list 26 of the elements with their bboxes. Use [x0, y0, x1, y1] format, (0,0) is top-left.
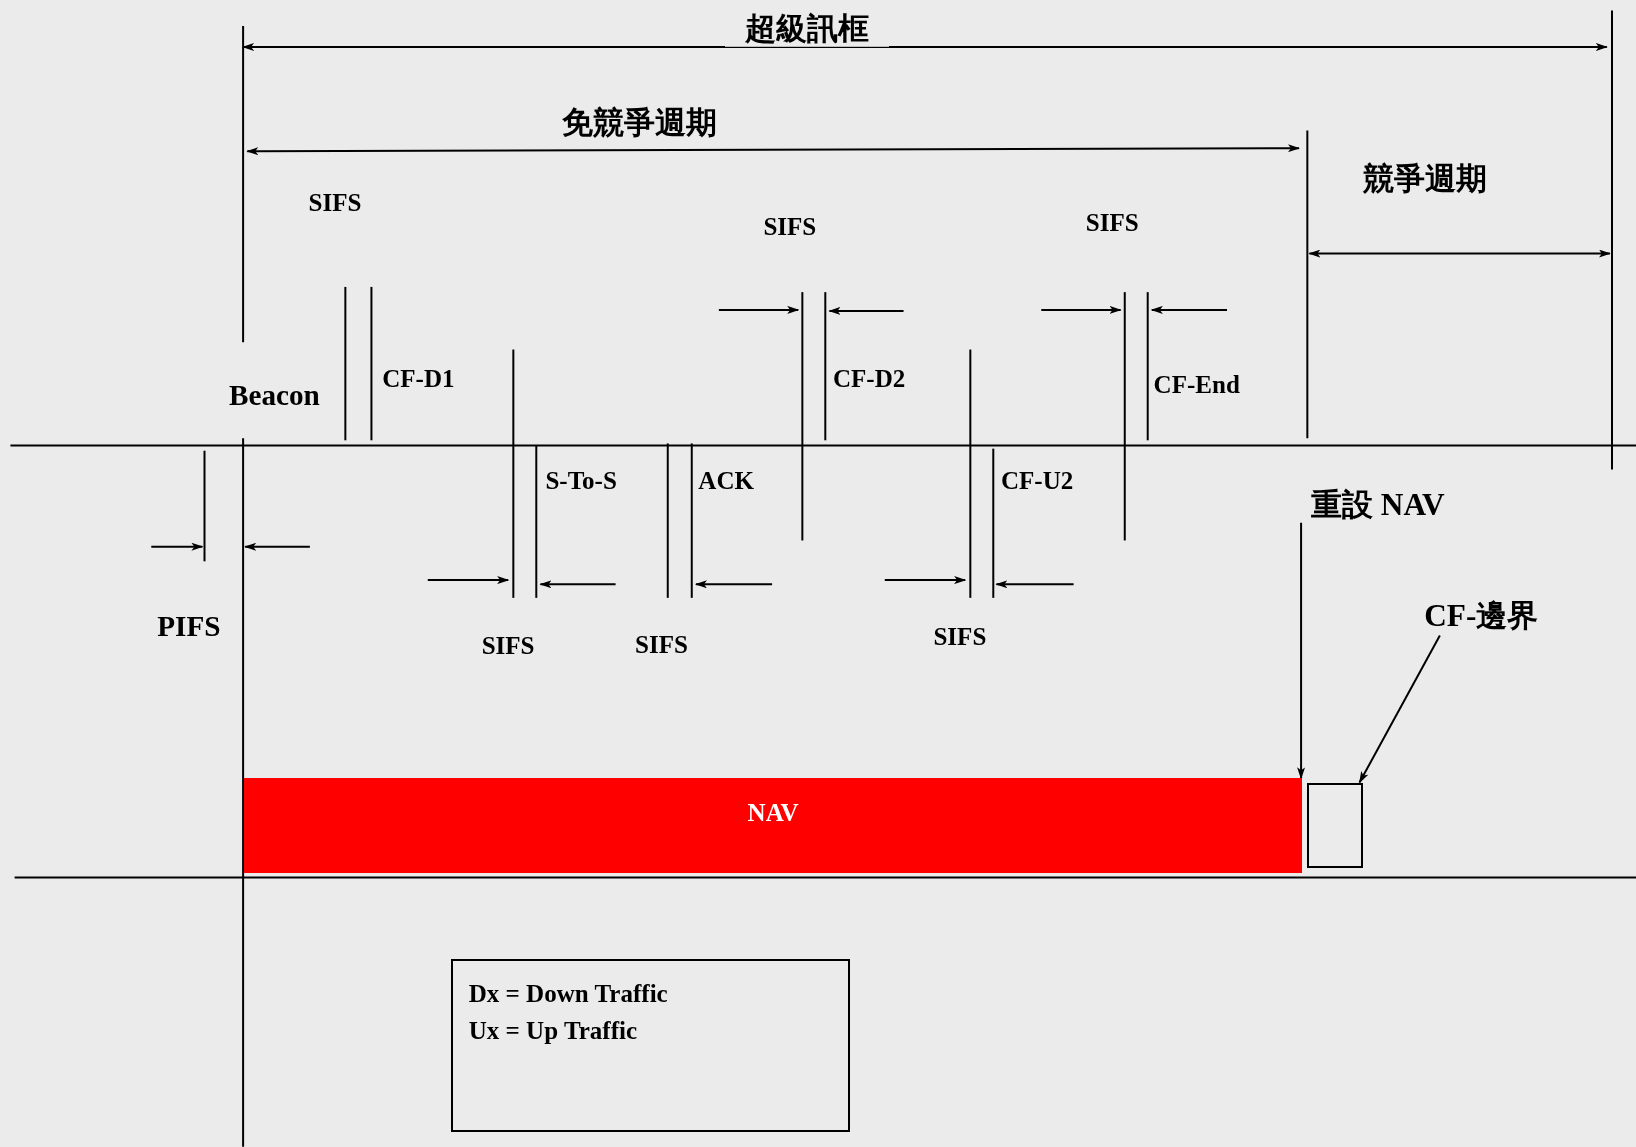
note-box [450, 958, 851, 1133]
period-label: 免競爭週期 [562, 105, 718, 141]
frame-label: CF-End [1153, 371, 1240, 399]
frame-label: CF-D1 [382, 364, 455, 393]
interval-label: SIFS [1085, 209, 1139, 238]
note-text: Dx = Down Traffic [468, 978, 669, 1009]
callout-text: CF-邊界 [1424, 594, 1555, 635]
nav-bar [244, 778, 1303, 874]
arrow [1297, 521, 1306, 780]
interval-label: SIFS [933, 623, 987, 652]
period-label: 競爭週期 [1363, 162, 1488, 197]
frame-label: CF-D2 [833, 364, 906, 393]
bar-label: NAV [747, 798, 799, 829]
arrow [1358, 634, 1441, 784]
interval-label: SIFS [635, 631, 688, 659]
interval-label: PIFS [157, 609, 221, 643]
callout-text: 重設 NAV [1299, 484, 1472, 522]
boundary-box [1307, 782, 1363, 869]
frame-label: Beacon [228, 379, 320, 412]
interval-label: SIFS [308, 189, 362, 218]
interval-label: SIFS [763, 213, 817, 242]
frame-label: ACK [698, 467, 754, 495]
frame-label: CF-U2 [1000, 467, 1074, 495]
note-text: Ux = Up Traffic [468, 1016, 639, 1047]
frame-label: S-To-S [545, 467, 617, 495]
interval-label: SIFS [481, 632, 535, 660]
